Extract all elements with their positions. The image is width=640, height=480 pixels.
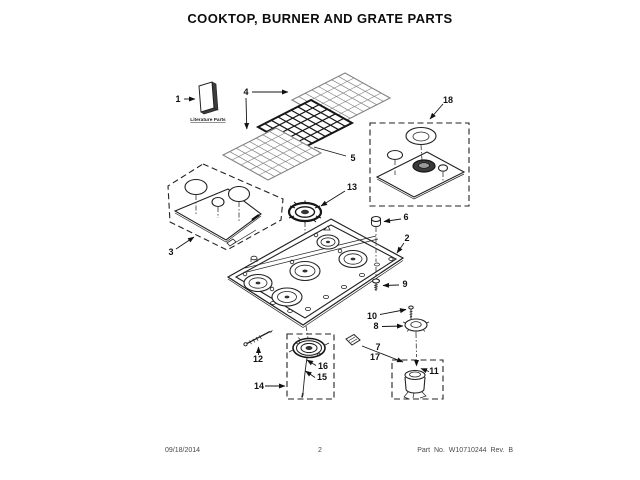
leader-5 xyxy=(313,146,347,157)
callout-8: 8 xyxy=(373,321,378,331)
leader-8 xyxy=(381,323,404,329)
literature-label: Literature Parts xyxy=(190,117,226,123)
leader-2 xyxy=(396,242,405,254)
leader-3 xyxy=(175,236,195,250)
leader-16 xyxy=(306,359,317,366)
footer-part-number: Part No. W10710244 Rev. B xyxy=(417,447,513,454)
burner-opening-front-left xyxy=(242,271,273,293)
burner-base-8 xyxy=(402,318,430,358)
screw-12 xyxy=(243,329,273,347)
callout-4: 4 xyxy=(243,87,248,97)
leader-11 xyxy=(420,368,430,373)
leader-9 xyxy=(382,282,400,288)
burner-kit-box-18 xyxy=(369,122,470,207)
burner-opening-back-left xyxy=(313,232,340,250)
panel-brackets xyxy=(226,225,331,262)
callout-15: 15 xyxy=(317,372,327,382)
leader-4b xyxy=(244,97,250,130)
screw-9 xyxy=(371,267,381,291)
cooktop-panel xyxy=(226,218,405,328)
grate-bottom xyxy=(221,127,323,181)
callout-12: 12 xyxy=(253,354,263,364)
burner-opening-back-right xyxy=(337,248,368,269)
leader-13 xyxy=(320,190,346,207)
orifice-box-11 xyxy=(391,359,444,400)
footer-date: 09/18/2014 xyxy=(165,447,201,454)
panel-holes xyxy=(270,257,394,313)
callout-9: 9 xyxy=(402,279,407,289)
callout-16: 16 xyxy=(318,361,328,371)
leader-10 xyxy=(379,308,407,315)
screw-10 xyxy=(408,305,414,319)
callout-13: 13 xyxy=(347,182,357,192)
footer-page-number: 2 xyxy=(318,447,322,454)
callout-17: 17 xyxy=(370,352,380,362)
leader-7-17 xyxy=(361,345,404,363)
page-title: COOKTOP, BURNER AND GRATE PARTS xyxy=(187,11,453,26)
callout-3: 3 xyxy=(168,247,173,257)
dashline-panel-to-box14 xyxy=(305,325,309,339)
leader-15 xyxy=(305,370,316,378)
callout-14: 14 xyxy=(254,381,264,391)
cap-kit-box-3 xyxy=(167,163,284,251)
callout-6: 6 xyxy=(403,212,408,222)
clip-7 xyxy=(345,333,361,346)
callout-5: 5 xyxy=(350,153,355,163)
igniter-cap-6 xyxy=(370,215,382,262)
callout-7: 7 xyxy=(375,342,380,352)
callout-2: 2 xyxy=(404,233,409,243)
burner-opening-center xyxy=(289,259,321,282)
page-footer: 09/18/2014 2 Part No. W10710244 Rev. B xyxy=(0,447,640,459)
burner-opening-front-right xyxy=(269,286,303,307)
literature-part: Literature Parts xyxy=(190,81,226,123)
callout-10: 10 xyxy=(367,311,377,321)
burner-box-14 xyxy=(286,333,335,400)
callout-11: 11 xyxy=(429,366,439,376)
callout-18: 18 xyxy=(443,95,453,105)
callout-1: 1 xyxy=(175,94,180,104)
leader-6 xyxy=(383,218,402,224)
leader-18 xyxy=(429,103,444,120)
